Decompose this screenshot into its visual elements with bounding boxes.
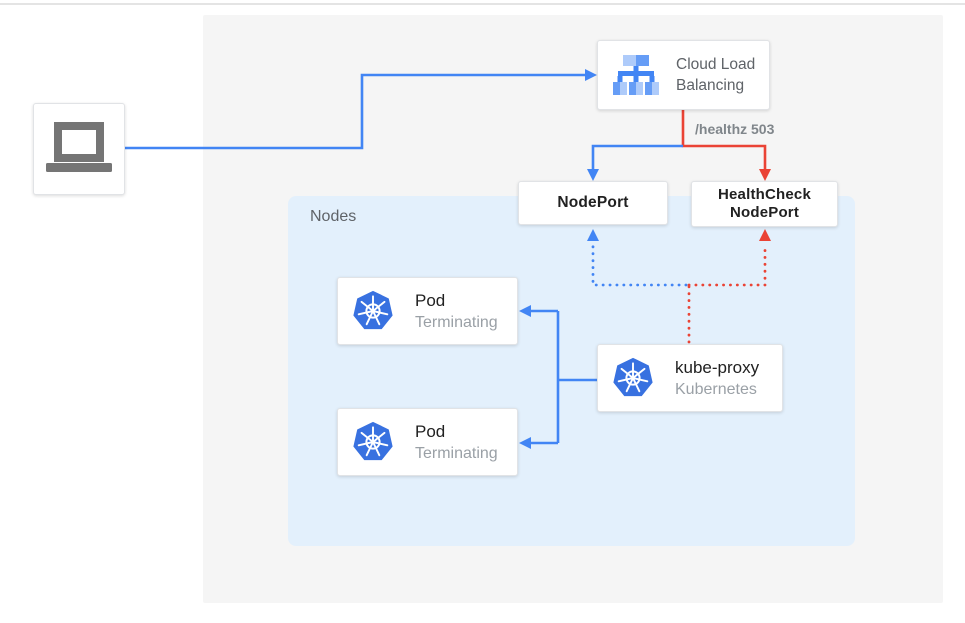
cloud-load-balancing-icon: [613, 55, 659, 95]
nodes-panel-label: Nodes: [310, 208, 357, 225]
nodeport-node: NodePort: [518, 181, 668, 225]
kube-proxy-subtitle: Kubernetes: [675, 380, 757, 398]
pod-1-text: Pod Terminating: [415, 290, 498, 333]
kubernetes-icon: [351, 289, 395, 333]
top-divider: [0, 3, 965, 5]
client-device-node: [33, 103, 125, 195]
pod-2-title: Pod: [415, 421, 446, 441]
healthcheck-label-line2: NodePort: [729, 204, 800, 221]
cloud-load-balancing-label: Cloud Load Balancing: [676, 56, 756, 94]
kube-proxy-text: kube-proxy Kubernetes: [675, 357, 759, 400]
pod-2-status: Terminating: [415, 444, 498, 462]
pod-1-title: Pod: [415, 290, 446, 310]
healthz-status-label: /healthz 503: [695, 121, 775, 137]
kube-proxy-title: kube-proxy: [675, 357, 760, 377]
healthcheck-nodeport-node: HealthCheck NodePort: [691, 181, 838, 227]
nodeport-label: NodePort: [557, 194, 629, 211]
kube-proxy-node: kube-proxy Kubernetes: [597, 344, 783, 412]
kubernetes-icon: [351, 420, 395, 464]
healthcheck-label-line1: HealthCheck: [717, 186, 812, 203]
pod-node-1: Pod Terminating: [337, 277, 518, 345]
pod-1-status: Terminating: [415, 313, 498, 331]
laptop-icon: [46, 122, 112, 172]
cloud-load-balancing-node: Cloud Load Balancing: [597, 40, 770, 110]
pod-2-text: Pod Terminating: [415, 421, 498, 464]
pod-node-2: Pod Terminating: [337, 408, 518, 476]
kubernetes-icon: [611, 356, 655, 400]
